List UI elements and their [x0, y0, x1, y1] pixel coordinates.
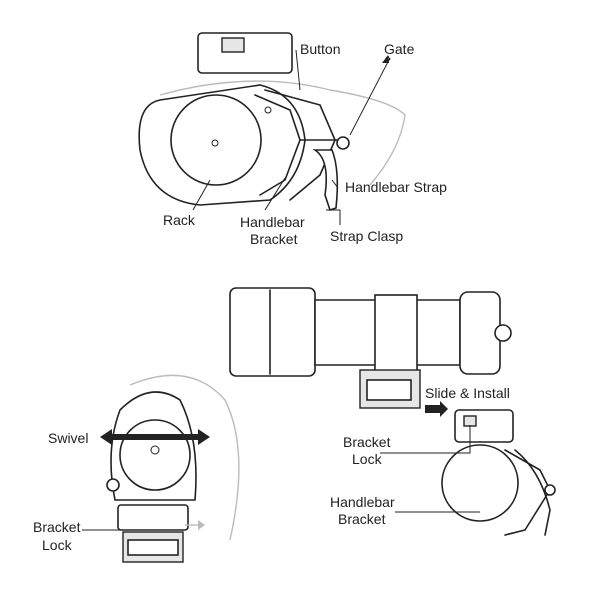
- label-bracket-lock-left-1: Bracket: [33, 519, 81, 535]
- button-housing: [197, 32, 293, 74]
- top-leader-lines: [192, 49, 391, 225]
- label-handlebar-bracket-right-2: Bracket: [338, 511, 386, 527]
- label-handlebar-bracket-2: Bracket: [250, 231, 298, 247]
- label-bracket-lock-right-1: Bracket: [343, 434, 391, 450]
- label-rack: Rack: [163, 212, 196, 228]
- light-illustration: [229, 287, 512, 409]
- strap-clasp-shape: [312, 149, 339, 212]
- label-slide-install: Slide & Install: [425, 385, 510, 401]
- install-bracket-illustration: [425, 401, 556, 536]
- label-strap-clasp: Strap Clasp: [330, 228, 403, 244]
- label-swivel: Swivel: [48, 430, 88, 446]
- label-gate: Gate: [384, 41, 415, 57]
- label-button: Button: [300, 41, 340, 57]
- label-bracket-lock-right-2: Lock: [352, 451, 383, 467]
- label-handlebar-bracket-1: Handlebar: [240, 214, 305, 230]
- label-handlebar-bracket-right-1: Handlebar: [330, 494, 395, 510]
- label-bracket-lock-left-2: Lock: [42, 537, 73, 553]
- slide-arrow-icon: [425, 401, 448, 417]
- top-bracket-illustration: [138, 32, 406, 212]
- swivel-arrow-icon: [100, 429, 210, 445]
- install-leader-lines: [380, 425, 480, 513]
- button-icon: [221, 37, 245, 53]
- swivel-illustration: [100, 374, 240, 563]
- gate-knob: [336, 136, 350, 150]
- label-handlebar-strap: Handlebar Strap: [345, 179, 447, 195]
